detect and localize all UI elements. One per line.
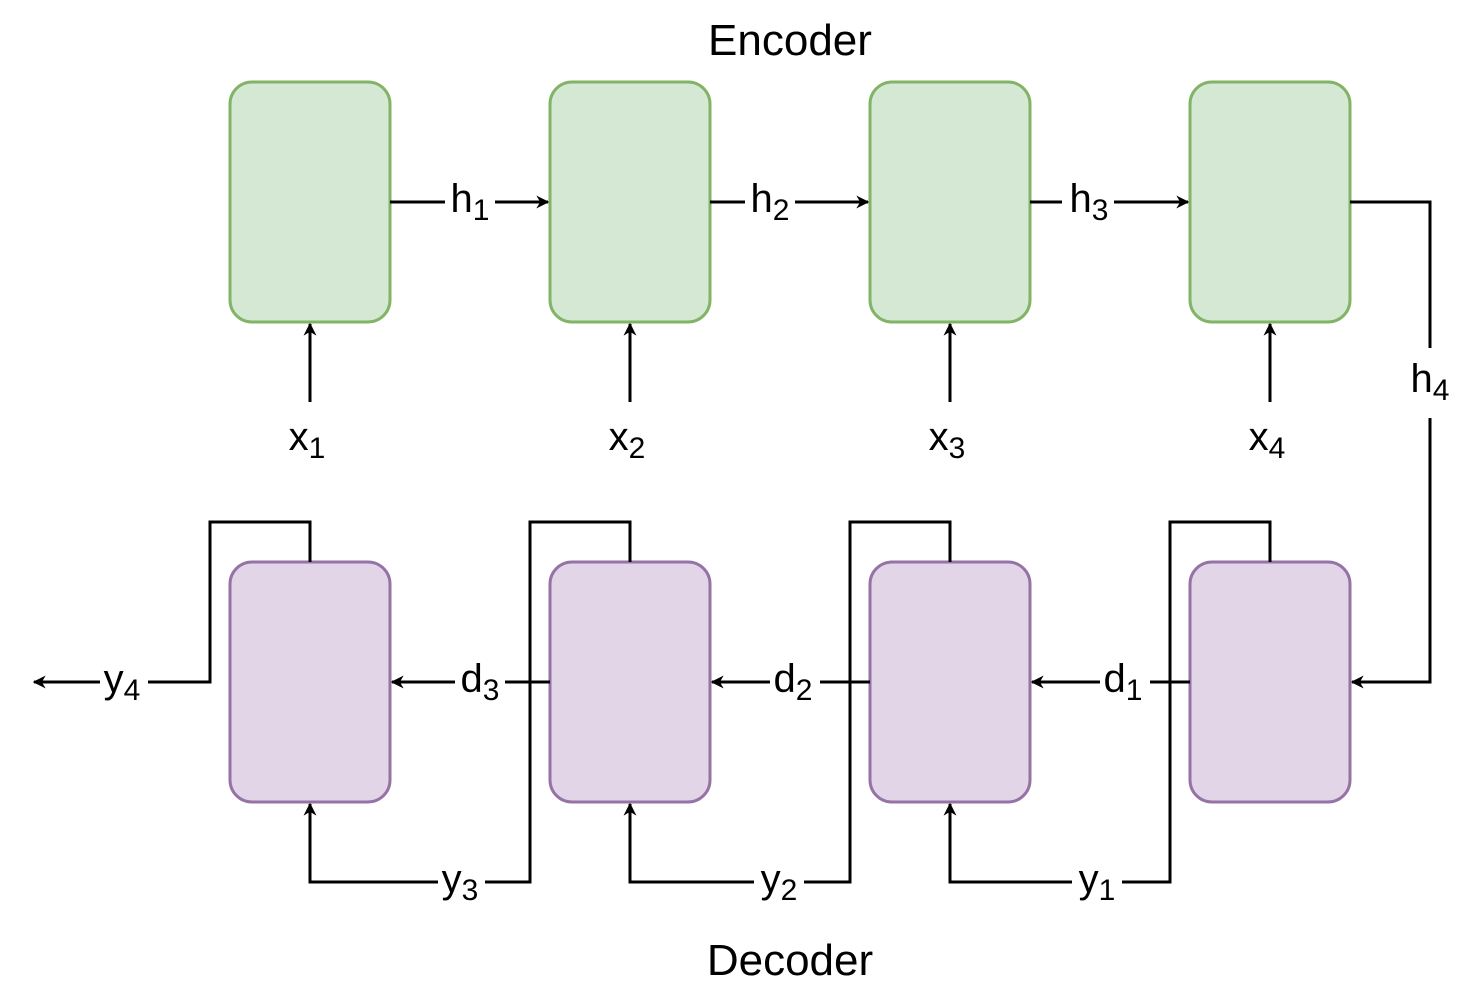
label-y1: y1 — [1079, 857, 1116, 907]
label-d3: d3 — [461, 657, 500, 707]
label-x1: x1 — [289, 415, 326, 465]
decoder-cell-1 — [1188, 560, 1352, 804]
encoder-cell-1 — [228, 80, 392, 324]
encoder-cell-4 — [1188, 80, 1352, 324]
decoder-cell-2 — [868, 560, 1032, 804]
edge-y3 — [310, 520, 632, 884]
decoder-cell-4 — [228, 560, 392, 804]
encoder-cell-2 — [548, 80, 712, 324]
edge-y2 — [630, 520, 952, 884]
label-h2: h2 — [751, 177, 790, 227]
edge-h4 — [1350, 200, 1432, 682]
label-d1: d1 — [1104, 657, 1143, 707]
label-x4: x4 — [1249, 415, 1286, 465]
decoder-cell-3 — [548, 560, 712, 804]
label-h3: h3 — [1070, 177, 1109, 227]
label-h4: h4 — [1411, 357, 1450, 407]
label-y4: y4 — [104, 657, 141, 707]
label-x3: x3 — [929, 415, 966, 465]
label-y2: y2 — [761, 857, 798, 907]
decoder-title: Decoder — [707, 936, 873, 985]
label-d2: d2 — [774, 657, 813, 707]
label-y3: y3 — [442, 857, 479, 907]
edge-y4 — [34, 520, 312, 682]
encoder-title: Encoder — [708, 16, 872, 65]
encoder-cell-3 — [868, 80, 1032, 324]
edge-y1 — [950, 520, 1272, 884]
label-h1: h1 — [451, 177, 490, 227]
label-x2: x2 — [609, 415, 646, 465]
